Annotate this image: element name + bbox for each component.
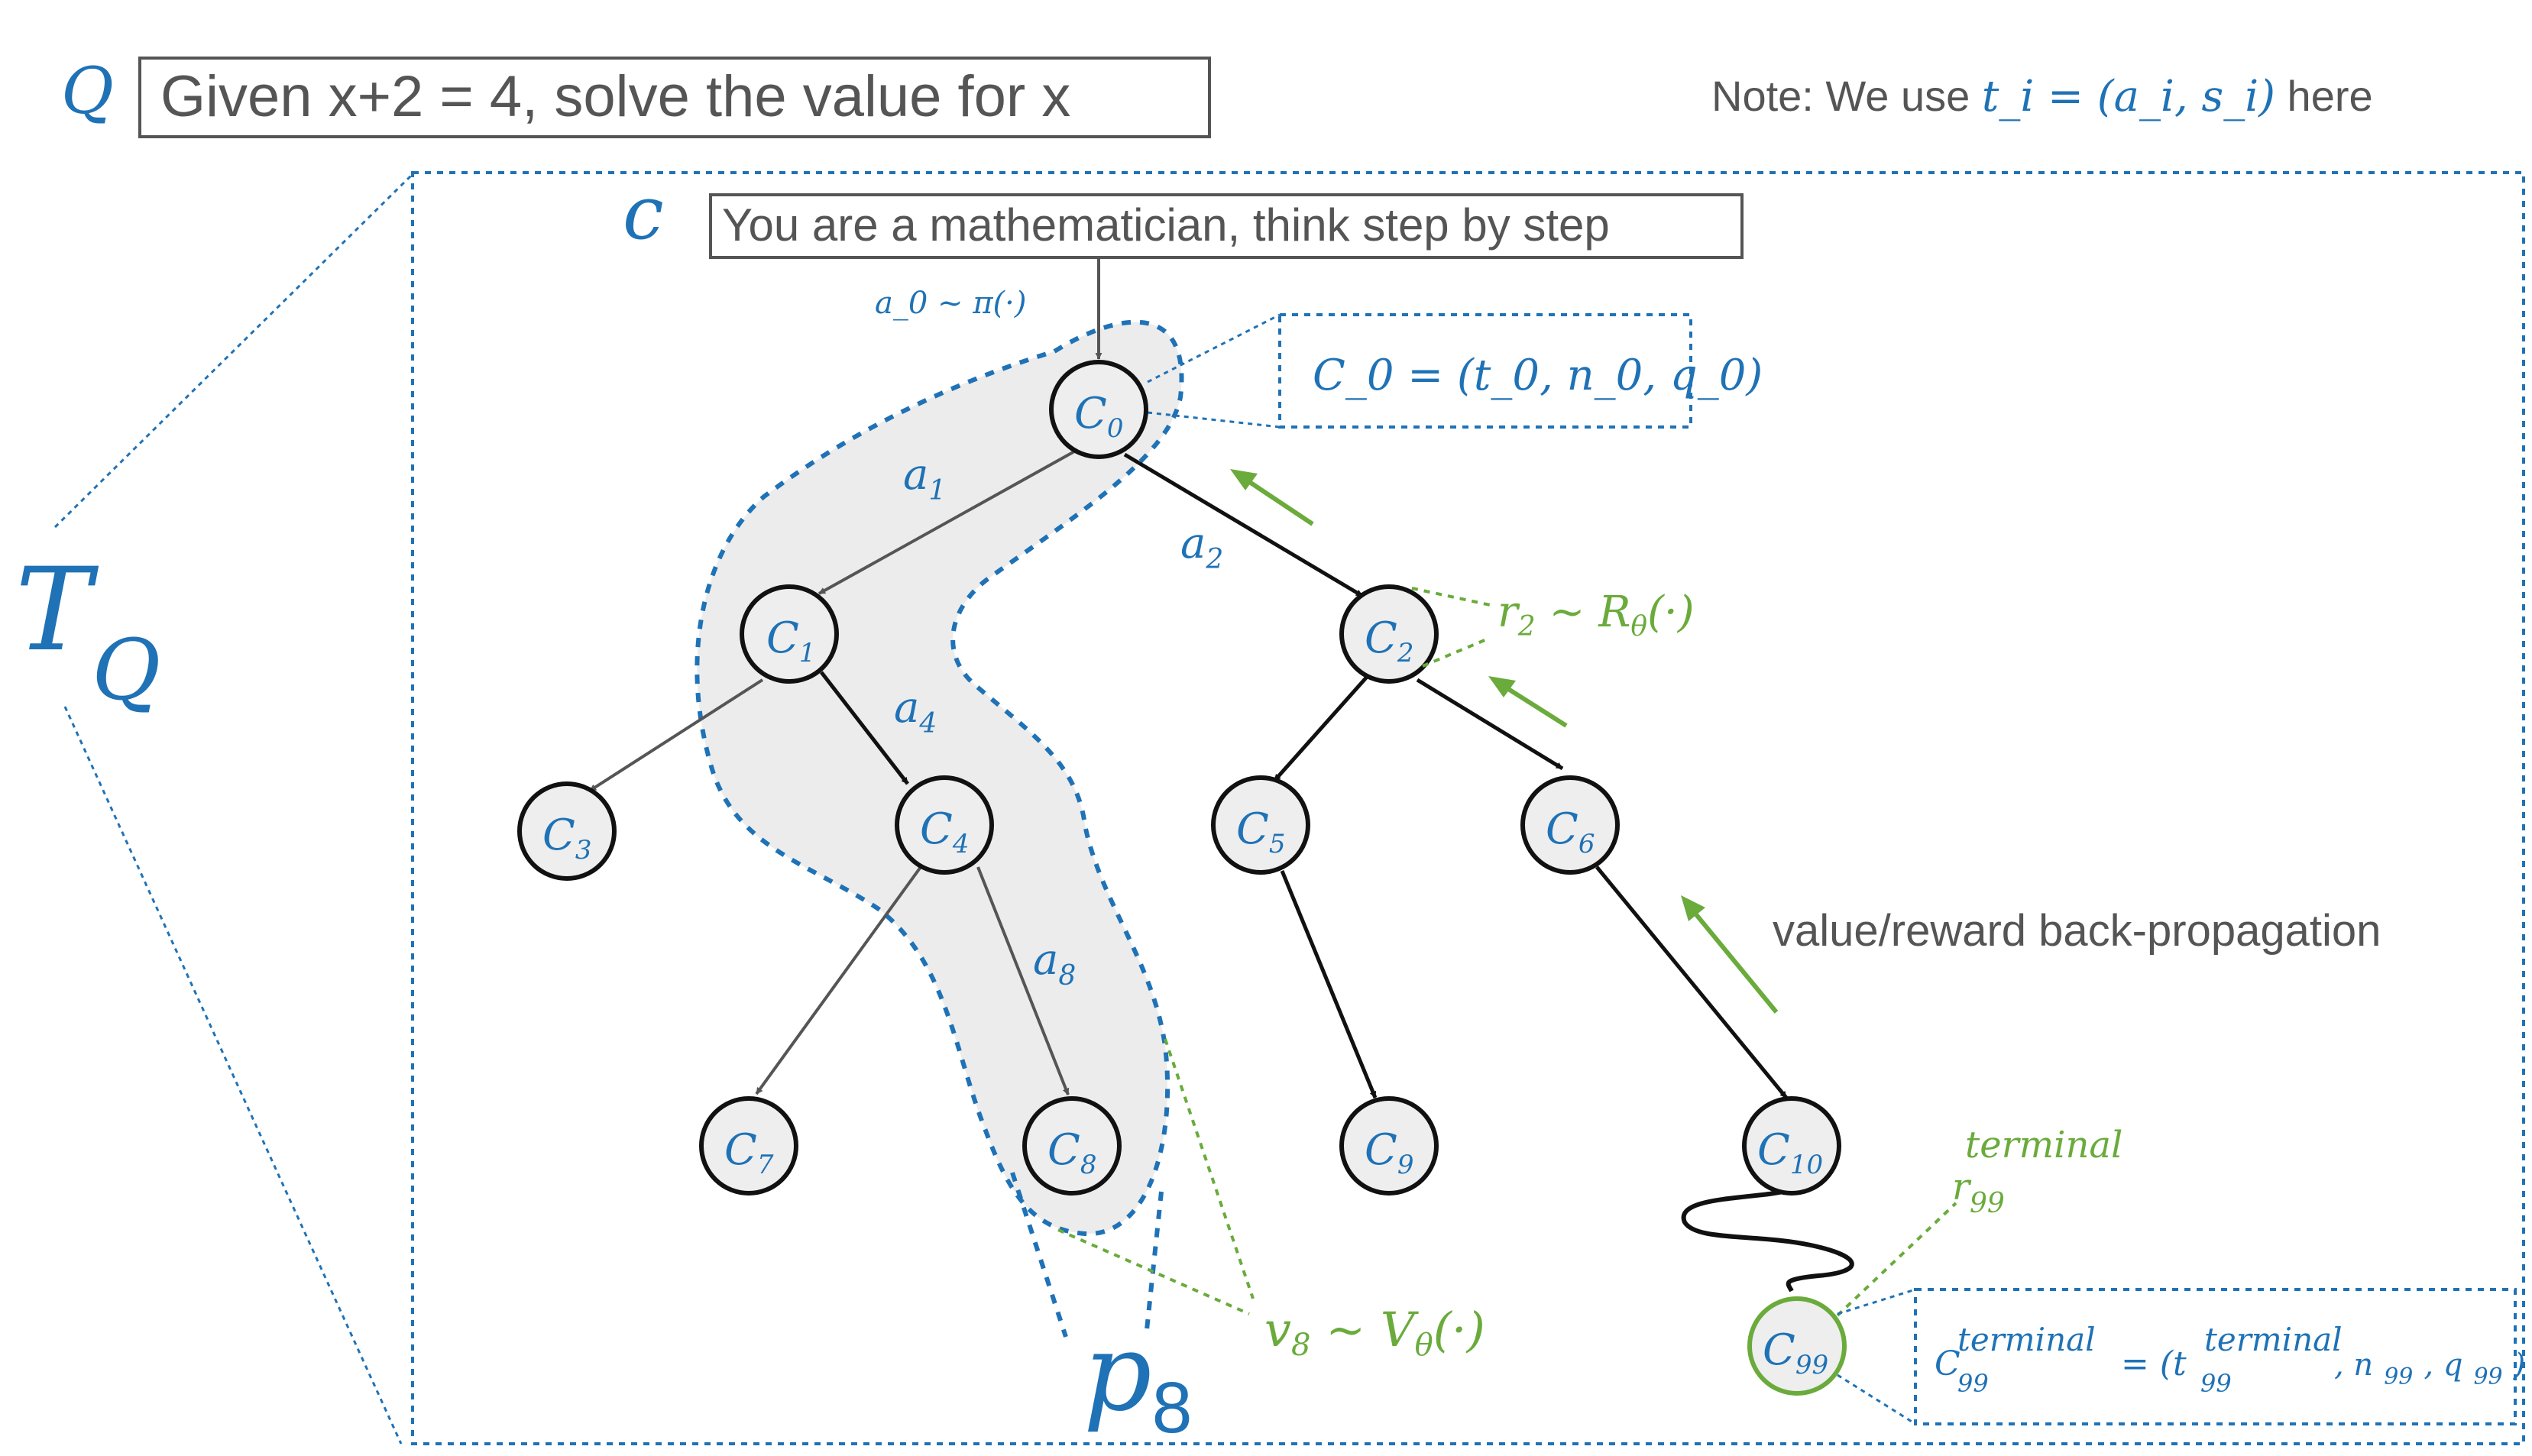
c0-definition-box	[1278, 313, 1692, 429]
edge-c10-c99-squiggle	[1681, 1188, 1854, 1293]
node-c10-circle	[1742, 1096, 1841, 1196]
path-label: p8	[1083, 1311, 1192, 1448]
edge-label-a4: a4	[894, 683, 937, 739]
tree-label: TQ	[15, 544, 160, 719]
value-label: v8 ~ Vθ(·)	[1264, 1302, 1485, 1363]
node-c1: C1	[740, 584, 839, 684]
tree-edges	[588, 449, 1854, 1293]
edge-c6-c10	[1595, 866, 1788, 1099]
node-c5: C5	[1211, 775, 1310, 875]
c0-definition: C_0 = (t_0, n_0, q_0)	[1313, 351, 1763, 400]
node-c5-label: C5	[1236, 804, 1286, 859]
node-c8-label: C8	[1047, 1125, 1097, 1180]
node-c9-label: C9	[1365, 1125, 1414, 1180]
node-c0: C0	[1049, 360, 1148, 459]
edge-c1-c3	[588, 678, 764, 792]
question-symbol: Q	[61, 53, 114, 128]
node-c3-circle	[517, 781, 617, 881]
node-c99-circle	[1747, 1296, 1847, 1396]
edge-c1-c4	[820, 671, 909, 785]
edge-label-a8: a8	[1033, 935, 1076, 992]
node-c8-circle	[1022, 1096, 1122, 1196]
edge-c5-c9	[1280, 870, 1378, 1098]
zoom-line-bottom	[63, 706, 403, 1445]
c99-callout-top	[1837, 1288, 1916, 1315]
r2-callout-top	[1411, 587, 1494, 607]
a0-label: a_0 ~ π(·)	[875, 286, 1026, 321]
c99-callout-bottom	[1837, 1373, 1916, 1425]
v8-callout-bottom	[1057, 1228, 1250, 1315]
node-c9-circle	[1339, 1096, 1439, 1196]
edge-label-a1: a1	[903, 450, 946, 506]
edge-c4-c8	[976, 866, 1070, 1095]
terminal-definition: C terminal 99 = (t terminal 99 , n 99 , …	[1935, 1320, 2525, 1400]
node-c3-label: C3	[542, 811, 592, 866]
node-c5-circle	[1211, 775, 1310, 875]
tree-nodes: C0 C1 C2 C3 C4 C5 C6 C7	[517, 360, 1847, 1396]
node-c10-label: C10	[1757, 1125, 1823, 1180]
edge-label-a2: a2	[1180, 519, 1223, 575]
node-c7: C7	[699, 1096, 798, 1196]
edge-c4-c7	[755, 866, 922, 1095]
node-c0-circle	[1049, 360, 1148, 459]
node-c99: C99	[1747, 1296, 1847, 1396]
node-c3: C3	[517, 781, 617, 881]
terminal-definition-box	[1914, 1288, 2517, 1425]
context-box	[709, 193, 1744, 259]
v8-callout-top	[1164, 1038, 1255, 1299]
backprop-arrowhead-3	[1681, 895, 1705, 921]
edge-c2-c6	[1416, 678, 1564, 771]
context-symbol: c	[623, 170, 664, 256]
node-c99-label: C99	[1763, 1325, 1828, 1380]
node-c2: C2	[1339, 584, 1439, 684]
backprop-text: value/reward back-propagation	[1773, 906, 2381, 956]
backprop-arrowhead-1	[1230, 469, 1258, 490]
edge-c0-c1	[818, 449, 1077, 595]
question-box	[138, 57, 1211, 138]
c0-callout-top	[1147, 313, 1281, 383]
node-c2-label: C2	[1365, 613, 1414, 668]
node-c10: C10	[1742, 1096, 1841, 1196]
backprop-arrows	[1230, 469, 1779, 1014]
terminal-reward-callout	[1836, 1202, 1957, 1317]
question-text: Given x+2 = 4, solve the value for x	[160, 64, 1070, 129]
path-p8-tail-right	[1144, 1191, 1164, 1338]
backprop-arrow-1	[1238, 473, 1314, 526]
reward-label: r2 ~ Rθ(·)	[1498, 587, 1695, 642]
node-c4: C4	[895, 775, 994, 875]
node-c2-circle	[1339, 584, 1439, 684]
backprop-arrowhead-2	[1488, 676, 1516, 697]
node-c6-label: C6	[1546, 804, 1595, 859]
node-c8: C8	[1022, 1096, 1122, 1196]
node-c4-label: C4	[920, 804, 970, 859]
node-c1-label: C1	[766, 613, 816, 668]
node-c0-label: C0	[1074, 389, 1124, 444]
backprop-arrow-3	[1686, 904, 1779, 1014]
edge-c2-c5	[1273, 675, 1369, 782]
edge-c0-c2	[1123, 452, 1364, 598]
tree-frame	[411, 171, 2525, 1445]
node-c1-circle	[740, 584, 839, 684]
node-c4-circle	[895, 775, 994, 875]
node-c6: C6	[1520, 775, 1620, 875]
context-text: You are a mathematician, think step by s…	[722, 199, 1610, 251]
node-c9: C9	[1339, 1096, 1439, 1196]
note: Note: We use t_i = (a_i, s_i) here	[1711, 72, 2373, 121]
c0-callout-bottom	[1147, 411, 1281, 429]
node-c7-circle	[699, 1096, 798, 1196]
zoom-line-top	[53, 173, 414, 529]
node-c7-label: C7	[724, 1125, 774, 1180]
node-c6-circle	[1520, 775, 1620, 875]
